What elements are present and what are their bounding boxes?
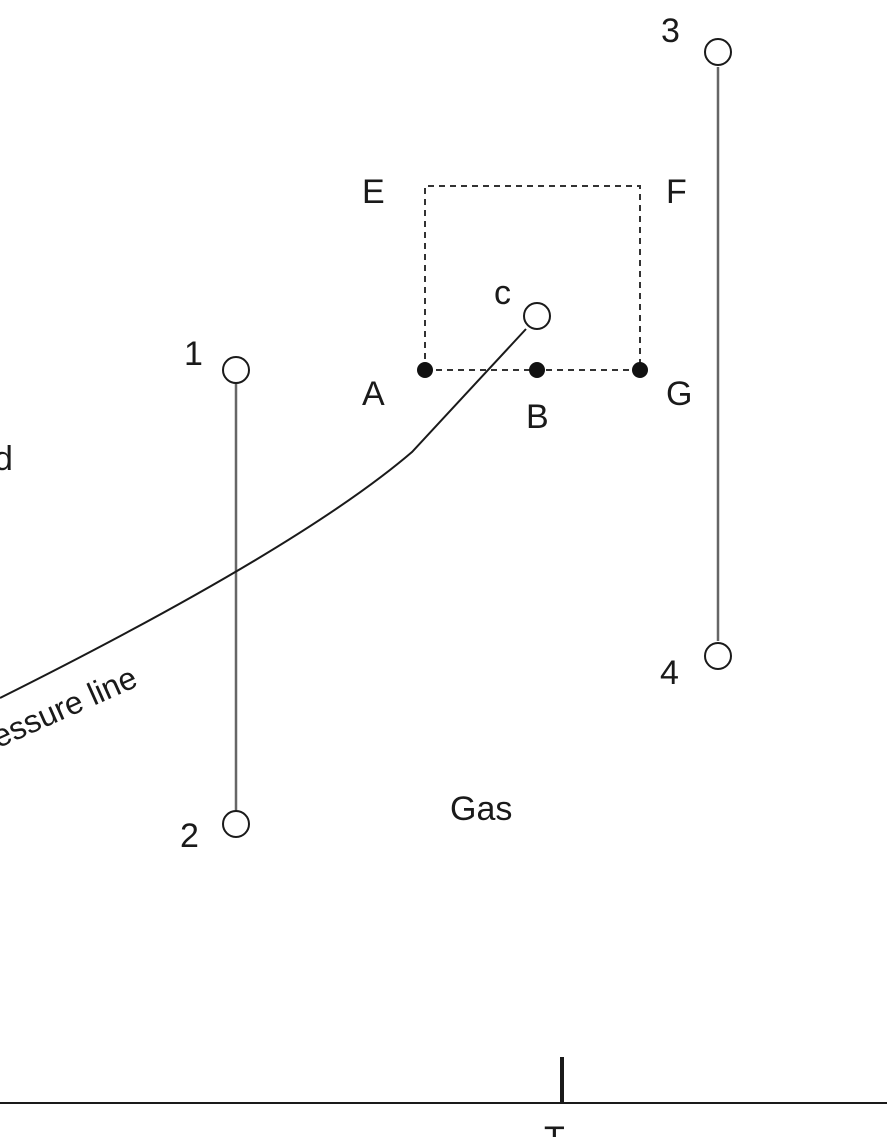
label-1: 1 bbox=[184, 335, 203, 373]
label-E: E bbox=[362, 173, 385, 211]
label-F: F bbox=[666, 173, 687, 211]
label-gas: Gas bbox=[450, 790, 512, 828]
point-1-circle bbox=[222, 356, 250, 384]
point-G-dot bbox=[632, 362, 648, 378]
label-B: B bbox=[526, 398, 549, 436]
point-c-circle bbox=[523, 302, 551, 330]
label-2: 2 bbox=[180, 817, 199, 855]
label-G: G bbox=[666, 375, 692, 413]
point-4-circle bbox=[704, 642, 732, 670]
label-3: 3 bbox=[661, 12, 680, 50]
dashed-box bbox=[424, 185, 641, 371]
label-c: c bbox=[494, 274, 511, 312]
axis-tick-label: T bbox=[544, 1120, 565, 1137]
point-B-dot bbox=[529, 362, 545, 378]
point-A-dot bbox=[417, 362, 433, 378]
point-2-circle bbox=[222, 810, 250, 838]
label-partial-d: d bbox=[0, 440, 13, 478]
point-3-circle bbox=[704, 38, 732, 66]
label-pressure-line: pressure line bbox=[0, 659, 142, 766]
label-A: A bbox=[362, 375, 385, 413]
pressure-line-curve bbox=[0, 328, 527, 699]
label-4: 4 bbox=[660, 654, 679, 692]
